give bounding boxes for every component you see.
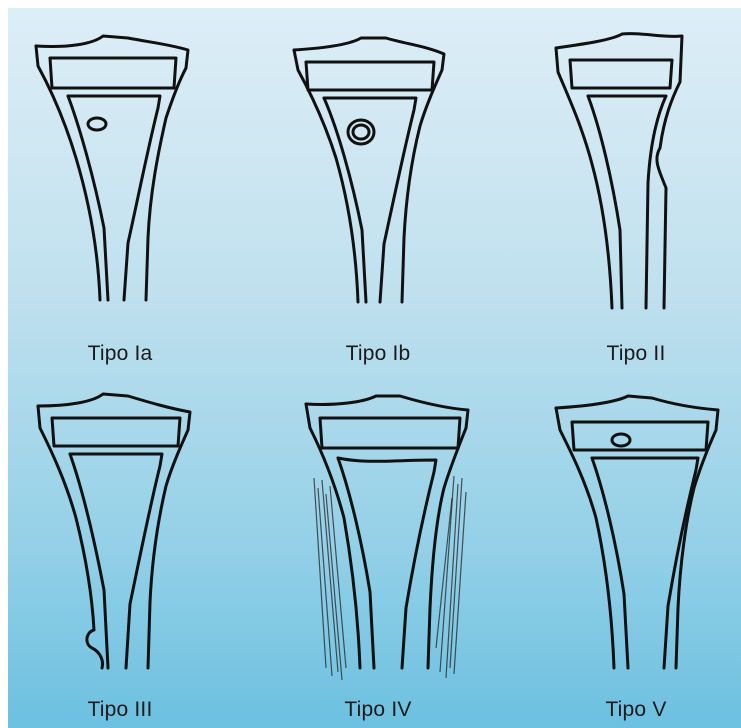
lesion-v xyxy=(612,434,630,446)
label-tipo-ii: Tipo II xyxy=(546,342,726,366)
label-tipo-iii: Tipo III xyxy=(30,698,210,722)
figure-panel: Tipo Ia Tipo Ib Tipo II Tipo III Tipo IV… xyxy=(8,8,741,728)
periosteal-reaction-tipo-iv xyxy=(314,476,466,680)
label-tipo-ia: Tipo Ia xyxy=(30,342,210,366)
tibia-diagrams xyxy=(8,8,741,728)
label-tipo-ib: Tipo Ib xyxy=(288,342,468,366)
lesion-ia xyxy=(88,118,106,130)
tibia-drawing-tipo-iii xyxy=(38,394,190,668)
tibia-drawing-tipo-ii xyxy=(556,34,682,308)
label-tipo-v: Tipo V xyxy=(546,698,726,722)
tibia-drawing-tipo-v xyxy=(556,396,718,668)
label-tipo-iv: Tipo IV xyxy=(288,698,468,722)
tibia-drawing-tipo-ib xyxy=(294,38,444,302)
tibia-drawing-tipo-ia xyxy=(36,36,188,300)
